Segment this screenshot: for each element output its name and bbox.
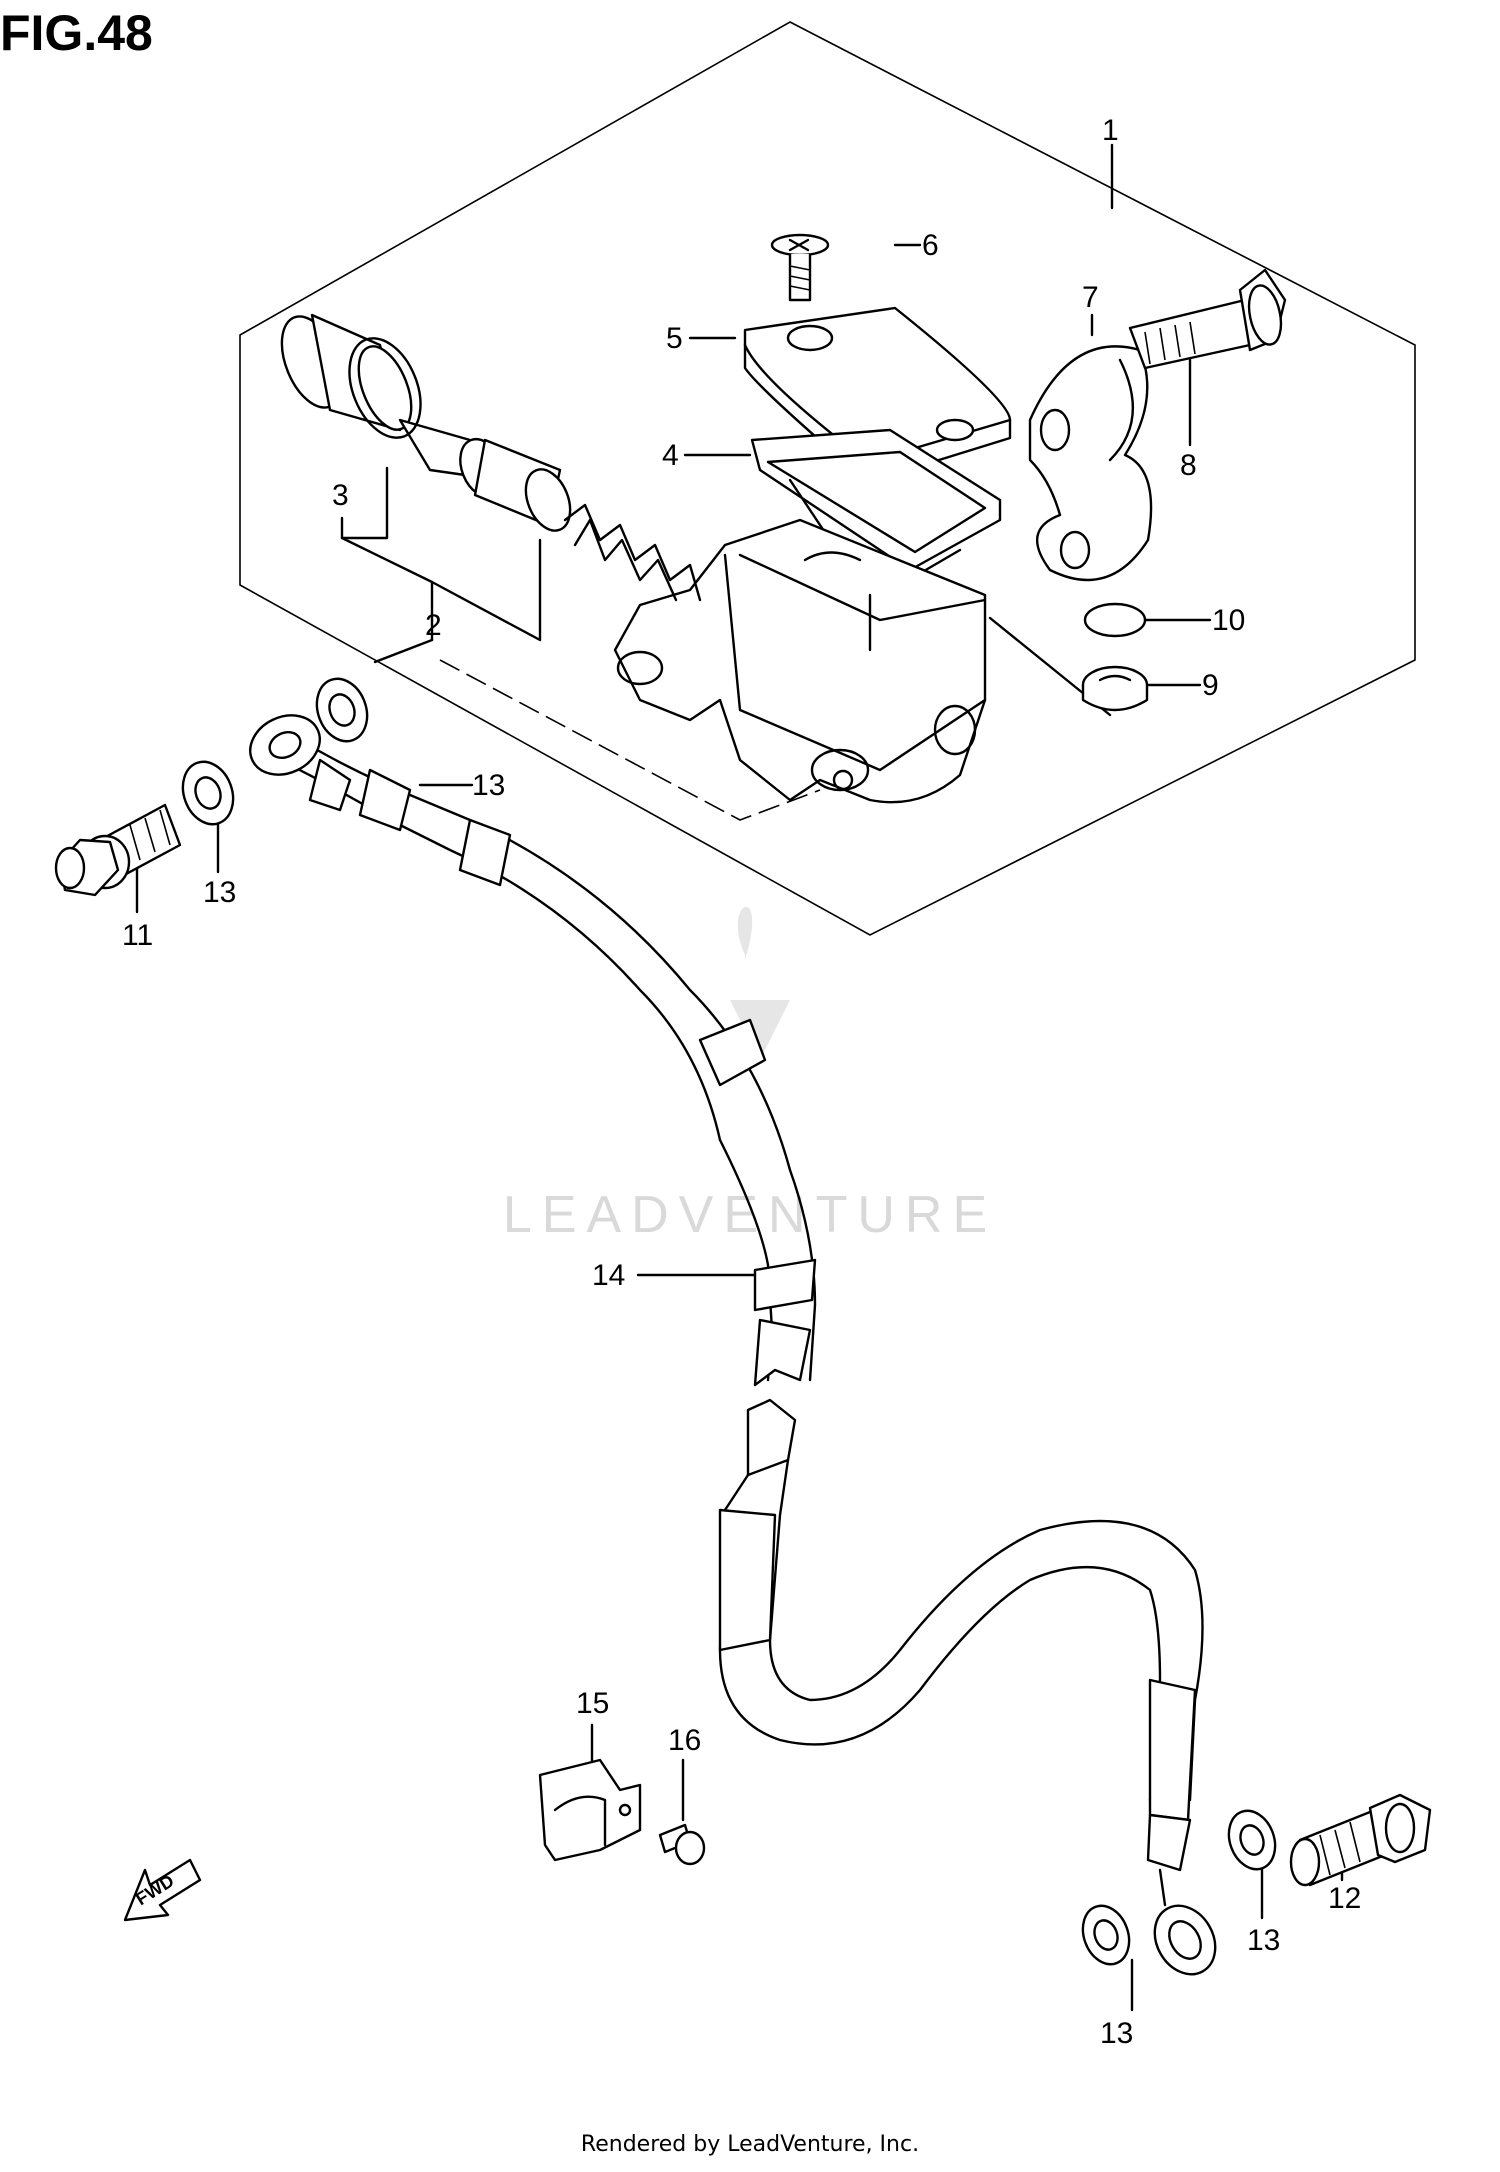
- callout-14: 14: [592, 1259, 625, 1292]
- callout-2: 2: [425, 609, 442, 642]
- callout-16: 16: [668, 1724, 701, 1757]
- part-14-brake-hose: [278, 738, 1217, 1976]
- callout-1: 1: [1102, 114, 1119, 147]
- part-11-banjo-bolt: [54, 803, 182, 897]
- callout-9: 9: [1202, 669, 1219, 702]
- part-15-hose-clamp: [538, 1758, 642, 1862]
- callout-7: 7: [1082, 281, 1099, 314]
- part-9-plug: [1081, 665, 1149, 712]
- part-12-banjo-bolt: [1289, 1793, 1432, 1887]
- leader-lines: [135, 143, 1344, 2012]
- callout-13-left: 13: [203, 876, 236, 909]
- part-13-washer-b: [181, 760, 235, 826]
- callout-11: 11: [122, 919, 153, 952]
- assembly-boundary: [239, 21, 1416, 936]
- watermark-text: LEADVENTURE: [503, 1186, 997, 1244]
- callout-15: 15: [576, 1687, 609, 1720]
- banjo-fitting-upper: [249, 714, 321, 776]
- part-13-washer-a: [315, 677, 369, 743]
- callout-13-bottom: 13: [1100, 2017, 1133, 2050]
- part-13-washer-c: [1227, 1809, 1277, 1871]
- part-7-clamp: [1028, 345, 1153, 582]
- part-10-o-ring: [1083, 602, 1147, 638]
- footer-credit: Rendered by LeadVenture, Inc.: [580, 2132, 920, 2157]
- part-6-screw: [770, 233, 830, 302]
- part-13-washer-d: [1081, 1904, 1131, 1966]
- part-16-screw: [658, 1823, 706, 1866]
- part-8-bolt: [1128, 268, 1287, 370]
- part-5-reservoir-cap: [743, 306, 1012, 484]
- callout-12: 12: [1328, 1882, 1361, 1915]
- callout-13-right: 13: [1247, 1924, 1280, 1957]
- watermark: LEADVENTURE: [503, 906, 997, 1244]
- master-cylinder-body: [613, 518, 987, 804]
- callout-10: 10: [1212, 604, 1245, 637]
- callout-5: 5: [666, 322, 683, 355]
- callout-13-upper: 13: [472, 769, 505, 802]
- part-2-piston-assembly: [280, 313, 702, 602]
- callout-4: 4: [662, 439, 679, 472]
- callout-3: 3: [332, 479, 349, 512]
- figure-title: FIG.48: [0, 5, 153, 61]
- callouts: 1 2 3 4 5 6 7 8 9 10 11 12 13 13 13 13 1…: [122, 114, 1361, 2050]
- callout-8: 8: [1180, 449, 1197, 482]
- fwd-arrow-icon: FWD: [123, 1858, 202, 1922]
- callout-6: 6: [922, 229, 939, 262]
